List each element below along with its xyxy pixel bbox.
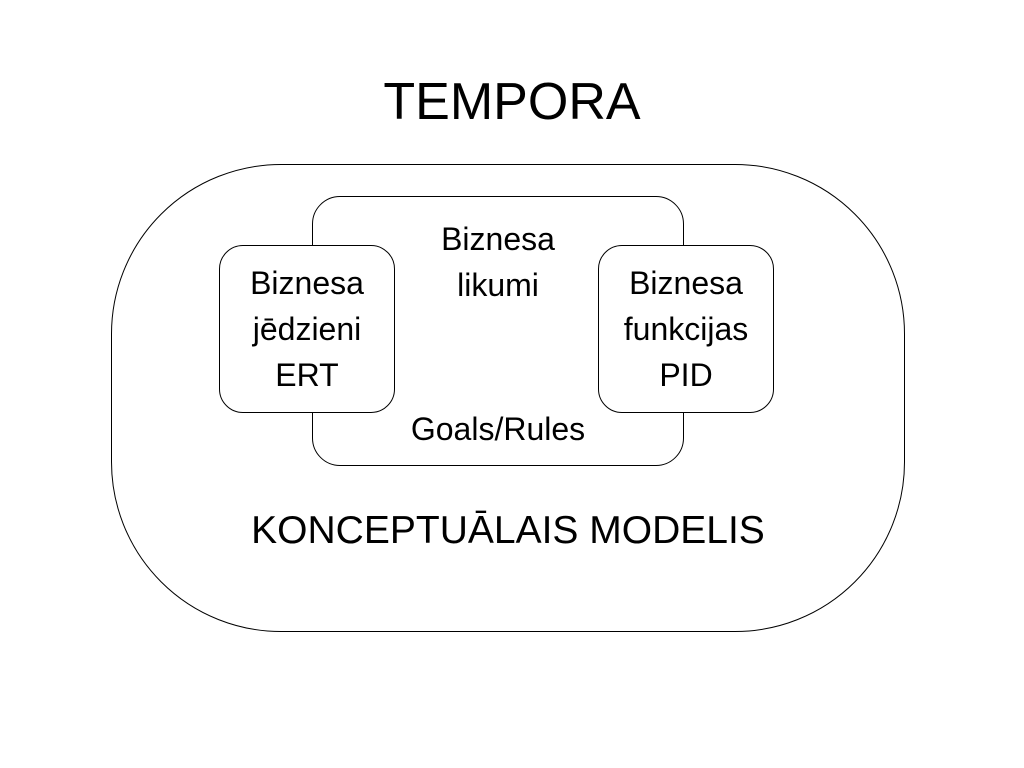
conceptual-model-container — [111, 164, 905, 632]
business-concepts-line-3: ERT — [275, 357, 339, 393]
business-functions-line-1: Biznesa — [629, 265, 743, 301]
business-functions-label: Biznesa funkcijas PID — [599, 260, 773, 398]
business-functions-box: Biznesa funkcijas PID — [598, 245, 774, 413]
business-concepts-line-1: Biznesa — [250, 265, 364, 301]
diagram-title: TEMPORA — [383, 73, 641, 131]
business-concepts-line-2: jēdzieni — [252, 311, 362, 347]
business-rules-line-2: likumi — [457, 267, 539, 303]
business-concepts-box: Biznesa jēdzieni ERT — [219, 245, 395, 413]
goals-rules-label: Goals/Rules — [410, 411, 586, 447]
business-functions-line-2: funkcijas — [623, 311, 749, 347]
business-rules-label: Biznesa likumi — [312, 216, 684, 308]
business-rules-line-1: Biznesa — [441, 221, 555, 257]
conceptual-model-label: KONCEPTUĀLAIS MODELIS — [251, 509, 765, 552]
business-functions-line-3: PID — [659, 357, 713, 393]
business-concepts-label: Biznesa jēdzieni ERT — [220, 260, 394, 398]
